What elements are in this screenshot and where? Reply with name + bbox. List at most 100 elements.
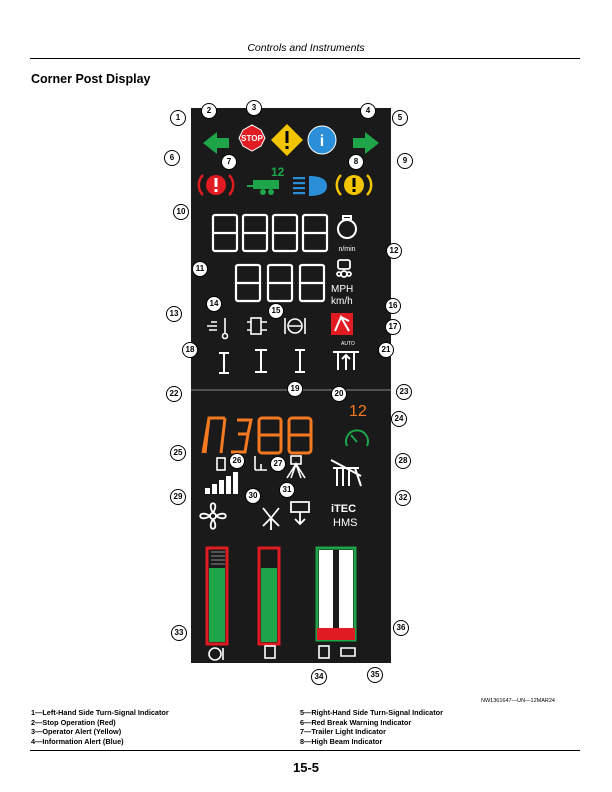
- callout-11: 11: [192, 261, 208, 277]
- callout-5: 5: [392, 110, 408, 126]
- legend-item: 2—Stop Operation (Red): [31, 717, 116, 727]
- hms-label: HMS: [333, 517, 357, 529]
- callout-30: 30: [245, 488, 261, 504]
- pto-icon: [254, 456, 267, 471]
- left-turn-signal-icon: [203, 132, 229, 154]
- callout-28: 28: [395, 453, 411, 469]
- callout-24: 24: [391, 411, 407, 427]
- legend-item: 3—Operator Alert (Yellow): [31, 727, 122, 736]
- information-alert-icon: i: [307, 125, 337, 155]
- brake-warning-yellow-icon: [335, 174, 373, 196]
- callout-27: 27: [270, 456, 286, 472]
- legend-item: 7—Trailer Light Indicator: [300, 727, 386, 736]
- callout-2: 2: [201, 103, 217, 119]
- callout-6: 6: [164, 150, 180, 166]
- fuel-pump-icon: [318, 645, 330, 659]
- callout-33: 33: [171, 625, 187, 641]
- red-brake-warning-icon: [197, 174, 235, 196]
- park-brake-icon: AUTO: [331, 313, 355, 347]
- callout-18: 18: [182, 342, 198, 358]
- callout-1: 1: [170, 110, 186, 126]
- callout-22: 22: [166, 386, 182, 402]
- speed-units-mph: MPH: [331, 284, 353, 295]
- legend-item: 4—Information Alert (Blue): [31, 736, 124, 746]
- coolant-icon: [208, 647, 224, 661]
- callout-12: 12: [386, 243, 402, 259]
- callout-7: 7: [221, 154, 237, 170]
- operator-alert-icon: [271, 124, 303, 156]
- front-axle-left-icon: [219, 352, 229, 374]
- callout-29: 29: [170, 489, 186, 505]
- turbo-icon: [336, 259, 352, 278]
- figure-id: NW1361647—UN—12MAR24: [481, 698, 555, 704]
- work-light-icon: [286, 455, 306, 479]
- trailer-number: 12: [271, 165, 285, 179]
- trailer-light-icon: 12: [247, 165, 285, 195]
- reverse-fan-icon: [262, 507, 280, 530]
- auto-label: AUTO: [341, 341, 355, 347]
- callout-14: 14: [206, 296, 222, 312]
- itec-label: iTEC: [331, 503, 356, 515]
- right-turn-signal-icon: [353, 132, 379, 154]
- implement-icon: [330, 459, 362, 487]
- callout-31: 31: [279, 482, 295, 498]
- legend-item: 6—Red Break Warning Indicator: [300, 717, 412, 727]
- hand-throttle-icon: [216, 457, 226, 471]
- callout-34: 34: [311, 669, 327, 685]
- callout-10: 10: [173, 204, 189, 220]
- legend-right: 5—Right-Hand Side Turn-Signal Indicator …: [300, 708, 443, 746]
- svg-text:i: i: [320, 133, 324, 150]
- callout-21: 21: [378, 342, 394, 358]
- def-icon: [340, 647, 356, 657]
- page-header: Controls and Instruments: [247, 42, 365, 54]
- stop-icon: STOP: [238, 124, 266, 152]
- callout-9: 9: [397, 153, 413, 169]
- callout-19: 19: [287, 381, 303, 397]
- gear-readout: [201, 416, 313, 455]
- legend-item: 1—Left-Hand Side Turn-Signal Indicator: [31, 708, 169, 717]
- fan-icon: [199, 502, 227, 530]
- section-title: Corner Post Display: [31, 72, 151, 86]
- callout-35: 35: [367, 667, 383, 683]
- speed-control-icon: [345, 429, 369, 447]
- callout-15: 15: [268, 303, 284, 319]
- four-wheel-drive-icon: [255, 349, 267, 373]
- stop-label: STOP: [241, 134, 263, 143]
- callout-4: 4: [360, 103, 376, 119]
- callout-13: 13: [166, 306, 182, 322]
- header-rule: [30, 58, 580, 59]
- footer-rule: [30, 750, 580, 751]
- callout-8: 8: [348, 154, 364, 170]
- callout-3: 3: [246, 100, 262, 116]
- callout-16: 16: [385, 298, 401, 314]
- display-graphic: STOP i 12: [191, 124, 391, 661]
- hitch-icon: [333, 351, 359, 370]
- callout-32: 32: [395, 490, 411, 506]
- hydraulic-oil-gauge: [257, 546, 281, 646]
- engine-rpm-readout: [211, 213, 329, 253]
- legend-item: 8—High Beam Indicator: [300, 736, 383, 746]
- callout-20: 20: [331, 386, 347, 402]
- ground-speed-readout: [234, 263, 326, 303]
- engine-icon: [337, 215, 357, 239]
- legend-item: 5—Right-Hand Side Turn-Signal Indicator: [300, 708, 443, 717]
- callout-36: 36: [393, 620, 409, 636]
- high-beam-icon: [293, 176, 327, 196]
- exhaust-filter-icon: [247, 317, 267, 335]
- rpm-units: n/min: [338, 246, 355, 253]
- rear-axle-icon: [295, 349, 305, 373]
- page-number: 15-5: [292, 760, 320, 775]
- callout-23: 23: [396, 384, 412, 400]
- speed-units-kmh: km/h: [331, 296, 353, 307]
- callout-25: 25: [170, 445, 186, 461]
- engine-coolant-gauge: [205, 546, 229, 646]
- callout-26: 26: [229, 453, 245, 469]
- corner-post-display-panel: STOP i 12: [191, 108, 391, 663]
- legend-left: 1—Left-Hand Side Turn-Signal Indicator 2…: [31, 708, 169, 746]
- coolant-temp-icon: [207, 318, 229, 340]
- differential-lock-icon: [284, 318, 306, 334]
- gear-value: 12: [349, 403, 367, 420]
- fuel-level-bars-icon: [205, 472, 238, 494]
- callout-17: 17: [385, 319, 401, 335]
- hydraulic-down-icon: [290, 501, 310, 526]
